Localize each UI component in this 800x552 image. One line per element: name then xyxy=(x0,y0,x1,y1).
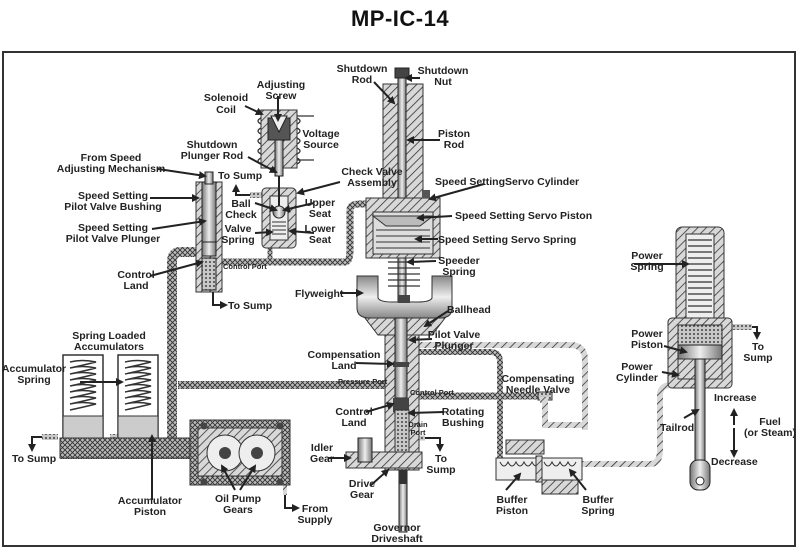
label-to-sump-top: To Sump xyxy=(218,170,262,182)
speed-setting-pilot-valve xyxy=(195,171,223,293)
oil-pump xyxy=(189,419,291,486)
label-tailrod: Tailrod xyxy=(660,422,694,434)
diagram-frame xyxy=(2,51,796,547)
label-ss-servo-spring: Speed Setting Servo Spring xyxy=(438,234,576,246)
label-ss-servo-piston: Speed Setting Servo Piston xyxy=(455,210,592,222)
label-control-port-left: Control Port xyxy=(223,262,267,271)
check-valve-assembly xyxy=(261,176,297,249)
label-control-port-center: Control Port xyxy=(410,388,454,397)
leader-lines xyxy=(28,74,761,512)
gears xyxy=(345,437,423,469)
label-ss-servo-cylinder: Speed SettingServo Cylinder xyxy=(435,176,579,188)
label-to-sump-accum: To Sump xyxy=(12,453,56,465)
diagram-title: MP-IC-14 xyxy=(350,6,450,31)
label-ballhead: Ballhead xyxy=(447,304,491,316)
label-pressure-port: Pressure Port xyxy=(338,377,388,386)
buffer-assembly xyxy=(495,391,585,495)
label-increase: Increase xyxy=(714,392,757,404)
label-decrease: Decrease xyxy=(711,456,758,468)
power-cylinder xyxy=(667,226,733,491)
label-to-sump-left-mid: To Sump xyxy=(228,300,272,312)
label-fuel: Fuel(or Steam) xyxy=(744,416,796,439)
label-flyweight: Flyweight xyxy=(295,288,344,300)
